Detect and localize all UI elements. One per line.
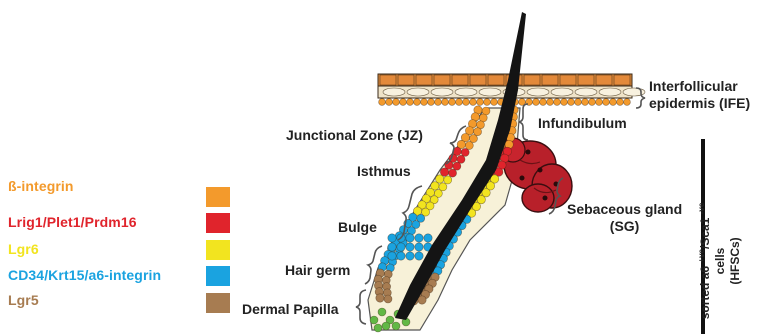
basal-cell: [421, 99, 428, 106]
basal-cell: [414, 99, 421, 106]
bulge-cell: [415, 252, 423, 260]
basal-cell: [379, 99, 386, 106]
dermal-papilla-cell: [370, 316, 378, 324]
label-infundibulum: Infundibulum: [538, 115, 627, 132]
basal-cell: [477, 99, 484, 106]
follicle-cell: [453, 162, 461, 170]
follicle-cell: [461, 148, 469, 156]
flat-cell: [551, 88, 573, 96]
basal-cell: [624, 99, 631, 106]
basal-cell: [491, 99, 498, 106]
bracket-dermal-papilla: [356, 290, 366, 324]
flat-cell: [599, 88, 621, 96]
follicle-cell: [469, 135, 477, 143]
flat-cell: [455, 88, 477, 96]
follicle-cell: [384, 295, 392, 303]
side-label-prefix: sorted a6: [698, 263, 712, 320]
side-label-hfscs: (HFSCs): [728, 196, 743, 326]
follicle-cell: [376, 294, 384, 302]
side-label-sup2: -ve: [697, 203, 706, 215]
follicle-cell: [449, 169, 457, 177]
bulge-cell: [397, 252, 405, 260]
basal-cell: [589, 99, 596, 106]
basal-cell: [596, 99, 603, 106]
basal-cell: [575, 99, 582, 106]
basal-cell: [407, 99, 414, 106]
squamous-cell: [596, 75, 612, 85]
basal-cell: [484, 99, 491, 106]
bulge-cell: [388, 234, 396, 242]
bulge-cell: [424, 234, 432, 242]
basal-cell: [533, 99, 540, 106]
squamous-cell: [380, 75, 396, 85]
basal-cell: [547, 99, 554, 106]
squamous-cell: [578, 75, 594, 85]
side-label-suffix: cells: [713, 248, 727, 275]
label-hair-germ: Hair germ: [285, 262, 350, 279]
basal-cell: [554, 99, 561, 106]
basal-cell: [568, 99, 575, 106]
squamous-cell: [560, 75, 576, 85]
squamous-cell: [488, 75, 504, 85]
label-ife: Interfollicular epidermis (IFE): [649, 78, 750, 112]
basal-cell: [400, 99, 407, 106]
label-isthmus: Isthmus: [357, 163, 411, 180]
basal-cell: [561, 99, 568, 106]
bulge-cell: [415, 243, 423, 251]
flat-cell: [383, 88, 405, 96]
basal-cell: [463, 99, 470, 106]
squamous-cell: [470, 75, 486, 85]
basal-cell: [470, 99, 477, 106]
flat-cell: [575, 88, 597, 96]
squamous-cell: [434, 75, 450, 85]
basal-cell: [617, 99, 624, 106]
bulge-cell: [415, 234, 423, 242]
squamous-cell: [452, 75, 468, 85]
sorted-cells-label: sorted a6 +ve/Sca1 -ve cells (HFSCs): [694, 196, 744, 326]
side-label-sup1: +ve: [697, 249, 706, 263]
bulge-cell: [406, 252, 414, 260]
follicle-cell: [444, 176, 452, 184]
bulge-cell: [388, 252, 396, 260]
bulge-cell: [388, 243, 396, 251]
basal-cell: [386, 99, 393, 106]
follicle-cell: [457, 155, 465, 163]
label-junctional-zone: Junctional Zone (JZ): [286, 127, 423, 144]
basal-cell: [456, 99, 463, 106]
basal-cell: [442, 99, 449, 106]
side-label-mid: /Sca1: [698, 214, 712, 249]
dermal-papilla-cell: [382, 322, 390, 330]
bulge-cell: [406, 243, 414, 251]
basal-cell: [610, 99, 617, 106]
basal-cell: [393, 99, 400, 106]
dermal-papilla-cell: [374, 324, 382, 332]
basal-cell: [582, 99, 589, 106]
follicle-cell: [465, 141, 473, 149]
label-bulge: Bulge: [338, 219, 377, 236]
label-dermal-papilla: Dermal Papilla: [242, 301, 339, 318]
label-sebaceous-gland: Sebaceous gland (SG): [567, 201, 682, 235]
dermal-papilla-cell: [392, 322, 400, 330]
basal-cell: [603, 99, 610, 106]
squamous-cell: [614, 75, 630, 85]
basal-cell: [428, 99, 435, 106]
flat-cell: [527, 88, 549, 96]
squamous-cell: [416, 75, 432, 85]
flat-cell: [479, 88, 501, 96]
bulge-cell: [397, 243, 405, 251]
squamous-cell: [542, 75, 558, 85]
squamous-cell: [524, 75, 540, 85]
basal-cell: [435, 99, 442, 106]
sebaceous-gland: [501, 138, 572, 212]
flat-cell: [407, 88, 429, 96]
basal-cell: [540, 99, 547, 106]
follicle-cell: [474, 128, 482, 136]
basal-cell: [449, 99, 456, 106]
squamous-cell: [398, 75, 414, 85]
flat-cell: [431, 88, 453, 96]
dermal-papilla-cell: [378, 308, 386, 316]
bulge-cell: [406, 234, 414, 242]
